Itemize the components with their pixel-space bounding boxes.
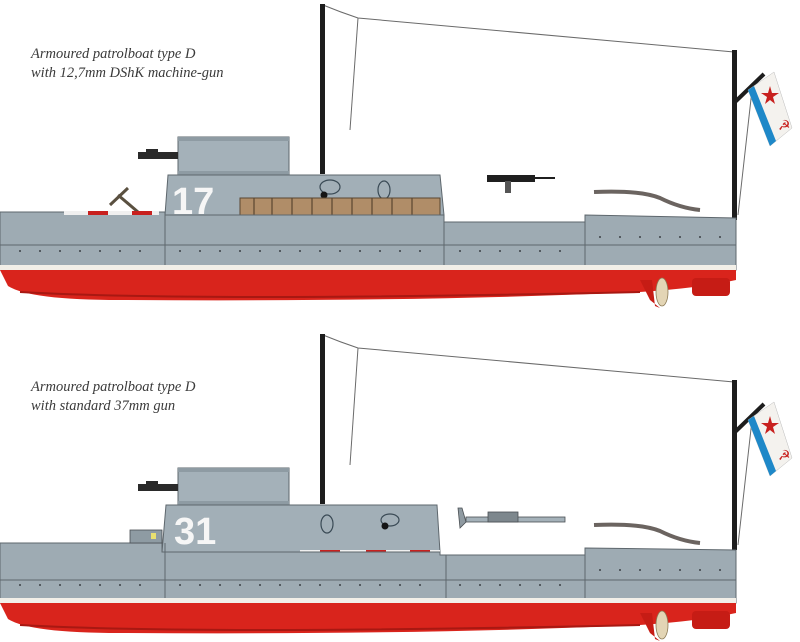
flag-gaff <box>733 72 766 104</box>
caption-line-2: with standard 37mm gun <box>31 398 176 414</box>
caption-line-1: Armoured patrolboat type D <box>31 379 196 395</box>
boat-drawing-2: ☭ 31 <box>0 334 793 641</box>
bow-fittings <box>129 529 163 544</box>
hull-bottom-red <box>0 270 736 301</box>
caption-line-1: Armoured patrolboat type D <box>31 46 196 62</box>
caption-plate-1: Armoured patrolboat type D with 12,7mm D… <box>31 45 224 83</box>
mast <box>320 4 325 174</box>
rudder <box>640 280 660 308</box>
hull-bottom-red <box>0 603 736 634</box>
red-star-icon <box>761 416 779 434</box>
gun-turret <box>138 136 290 178</box>
boat-drawing-1: ☭ 17 <box>0 4 793 308</box>
rudder <box>640 613 660 641</box>
soviet-naval-ensign-flag: ☭ <box>747 71 793 147</box>
boat-profile-plate-1: ☭ 17 <box>0 0 800 320</box>
flag-staff <box>732 50 737 220</box>
bow-anchor <box>64 186 159 215</box>
skeg <box>692 278 730 296</box>
rigging <box>322 4 753 216</box>
mast <box>320 334 325 504</box>
superstructure: 31 <box>161 504 441 553</box>
hull-number: 31 <box>174 511 216 553</box>
porthole-hatch <box>319 179 341 195</box>
stern-towing-boom <box>593 189 701 212</box>
soviet-naval-ensign-flag: ☭ <box>747 401 793 477</box>
gun-turret <box>138 467 290 507</box>
flag-staff <box>732 380 737 550</box>
hull <box>0 542 737 608</box>
boot-topping <box>0 598 736 603</box>
caption-line-2: with 12,7mm DShK machine-gun <box>31 65 224 81</box>
red-star-icon <box>761 86 779 104</box>
hammer-sickle-icon: ☭ <box>778 118 791 134</box>
propeller <box>655 277 669 307</box>
37mm-gun <box>457 507 566 529</box>
turret-machine-gun <box>138 152 178 159</box>
boat-profile-plate-2: ☭ 31 <box>0 330 800 642</box>
propeller <box>655 610 669 640</box>
stern-towing-boom <box>593 522 701 545</box>
dshk-machine-gun <box>487 175 555 193</box>
skeg <box>692 611 730 629</box>
porthole-hatch <box>380 513 400 527</box>
flag-gaff <box>733 402 766 434</box>
porthole-hatch <box>320 514 334 534</box>
boot-topping <box>0 265 736 270</box>
turret-machine-gun <box>138 484 178 491</box>
hammer-sickle-icon: ☭ <box>778 448 791 464</box>
rigging <box>322 334 753 546</box>
caption-plate-2: Armoured patrolboat type D with standard… <box>31 378 195 416</box>
